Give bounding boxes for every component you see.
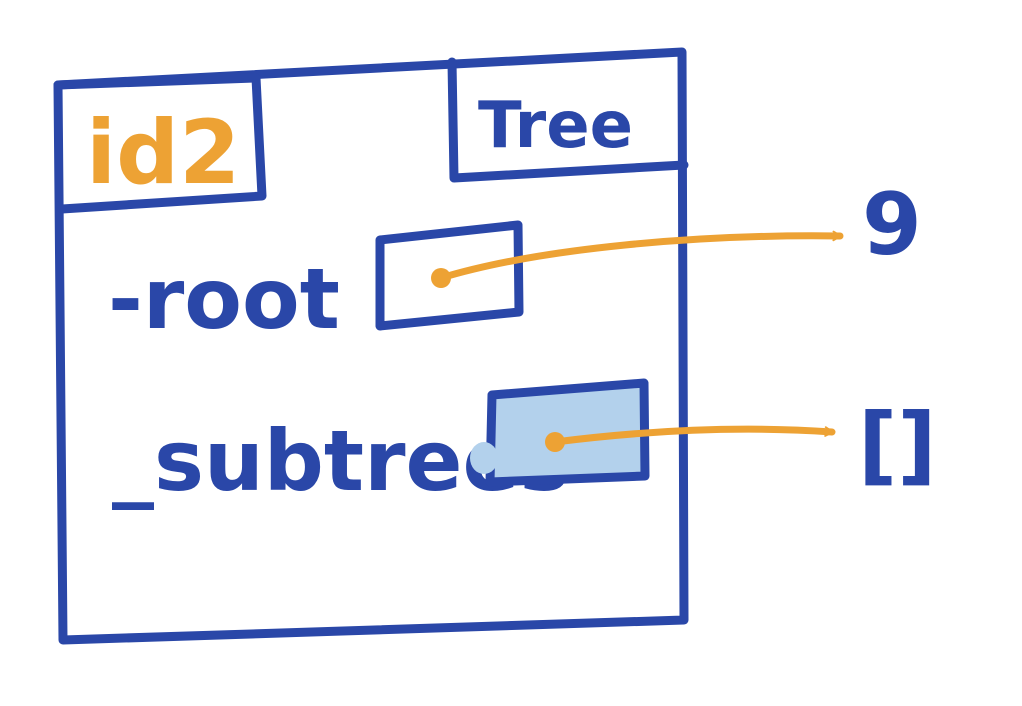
id-box [53, 73, 267, 214]
reference-arrow-subtrees [551, 425, 836, 446]
referenced-value-subtrees: [] [858, 395, 937, 495]
type-box [447, 57, 689, 183]
attribute-value-box-root [375, 220, 524, 331]
object-frame [53, 47, 689, 645]
attribute-name-root: -root [108, 250, 340, 348]
object-id-label: id2 [86, 101, 240, 204]
highlight-smudge [470, 442, 498, 474]
reference-arrow-root [437, 230, 844, 282]
object-type-label: Tree [478, 89, 633, 163]
referenced-value-root: 9 [862, 175, 922, 275]
